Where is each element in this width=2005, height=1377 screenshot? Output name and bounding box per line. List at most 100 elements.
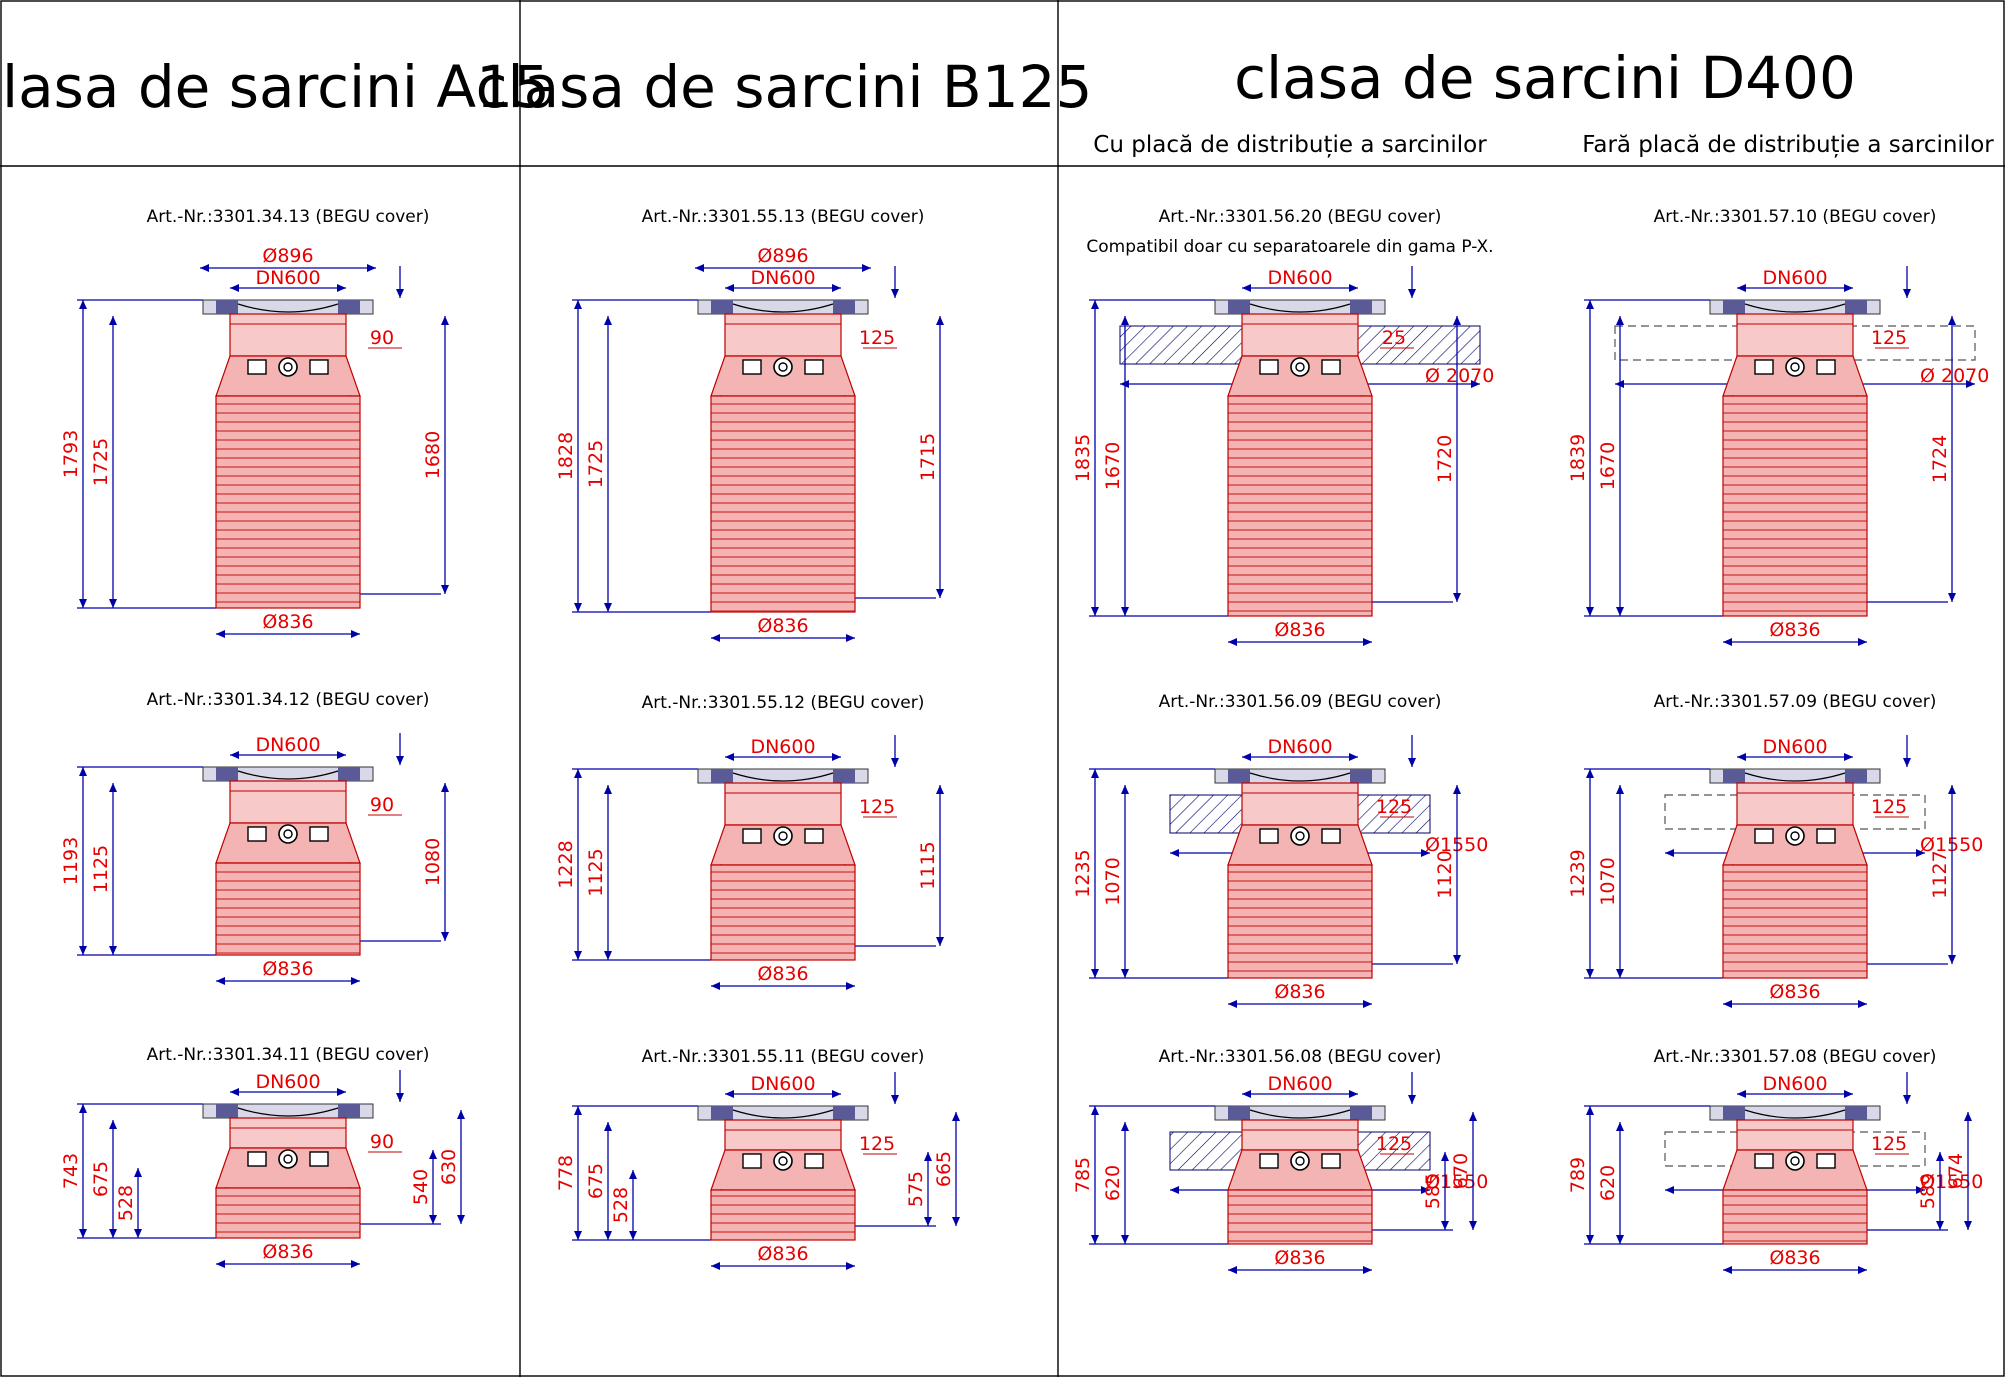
inlet-center-inner [1295, 831, 1305, 841]
dn-diameter-label: DN600 [255, 734, 320, 756]
inlet-center-inner [283, 829, 293, 839]
drawing-group: Art.-Nr.:3301.57.08 (BEGU cover)Ø1550DN6… [1567, 1047, 1983, 1274]
dimension-arrowhead [1091, 1106, 1099, 1115]
drawings-layer: Art.-Nr.:3301.34.13 (BEGU cover)Ø896DN60… [60, 207, 1989, 1274]
inlet-center-inner [778, 1156, 788, 1166]
bottom-diameter-label: Ø836 [1274, 1247, 1325, 1269]
dimension-arrowhead [1453, 955, 1461, 964]
right-height-label: 589 [1917, 1173, 1939, 1209]
dn-diameter-label: DN600 [255, 267, 320, 289]
dimension-arrowhead [846, 634, 855, 642]
dimension-arrowhead [109, 1120, 117, 1129]
dimension-arrowhead [1586, 1235, 1594, 1244]
dn-diameter-label: DN600 [750, 267, 815, 289]
dimension-arrowhead [200, 264, 209, 272]
dimension-arrowhead [1091, 300, 1099, 309]
dimension-arrowhead [1441, 1221, 1449, 1230]
dimension-arrowhead [832, 1090, 841, 1098]
inlet-left [247, 826, 267, 842]
dimension-arrowhead [79, 300, 87, 309]
dimension-arrowhead [891, 1095, 899, 1104]
dimension-arrowhead [1858, 638, 1867, 646]
inner-height-label: 1670 [1597, 442, 1619, 490]
right-height-label: 1724 [1929, 435, 1951, 483]
dimension-arrowhead [109, 783, 117, 792]
inlet-left [1259, 828, 1279, 844]
inlet-right [309, 826, 329, 842]
inlet-left [1754, 828, 1774, 844]
dimension-arrowhead [574, 951, 582, 960]
dimension-arrowhead [832, 753, 841, 761]
right-height-2-label: 630 [438, 1149, 460, 1185]
dimension-arrowhead [79, 946, 87, 955]
inlet-left [742, 1153, 762, 1169]
inner-height-label: 675 [585, 1163, 607, 1199]
dimension-arrowhead [429, 1215, 437, 1224]
inlet-center [278, 1149, 298, 1169]
inlet-left [247, 359, 267, 375]
dimension-arrowhead [1903, 289, 1911, 298]
top-diameter-label: Ø896 [757, 245, 808, 267]
dimension-arrowhead [1421, 1186, 1430, 1194]
bottom-diameter-label: Ø836 [1769, 1247, 1820, 1269]
dimension-arrowhead [1091, 607, 1099, 616]
dimension-arrowhead [629, 1231, 637, 1240]
cover-frame-right [1350, 769, 1372, 783]
column-title-a15: clasa de sarcini A15 [0, 53, 550, 121]
dimension-arrowhead [1665, 1186, 1674, 1194]
inner-height-2-label: 528 [115, 1185, 137, 1221]
inlet-right [309, 359, 329, 375]
corrugated-shaft [1722, 1189, 1868, 1245]
distribution-plate-right [1357, 325, 1481, 365]
right-height-label: 1115 [917, 841, 939, 889]
corrugated-shaft [1722, 864, 1868, 979]
cover-frame-left [711, 769, 733, 783]
inlet-center [278, 357, 298, 377]
dimension-arrowhead [862, 264, 871, 272]
cover-lid [237, 303, 339, 313]
dimension-arrowhead [1616, 969, 1624, 978]
drawing-group: Art.-Nr.:3301.56.09 (BEGU cover)Ø1550DN6… [1072, 692, 1488, 1008]
telescopic-neck [724, 782, 842, 826]
dimension-arrowhead [367, 264, 376, 272]
inlet-left [1754, 359, 1774, 375]
dimension-arrowhead [337, 284, 346, 292]
cover-frame-left [1228, 300, 1250, 314]
dimension-arrowhead [1242, 1090, 1251, 1098]
outer-height-label: 1835 [1072, 434, 1094, 482]
corrugated-shaft [1227, 395, 1373, 617]
dimension-arrowhead [725, 1090, 734, 1098]
cover-lid [1744, 1109, 1846, 1119]
article-number: Art.-Nr.:3301.55.11 (BEGU cover) [642, 1047, 925, 1067]
right-height-label: 1715 [917, 433, 939, 481]
dn-diameter-label: DN600 [1762, 267, 1827, 289]
dimension-arrowhead [1121, 1235, 1129, 1244]
dimension-arrowhead [1408, 758, 1416, 767]
telescopic-neck [1736, 313, 1854, 357]
bottom-diameter-label: Ø836 [1769, 981, 1820, 1003]
dimension-arrowhead [604, 316, 612, 325]
inlet-center-inner [283, 362, 293, 372]
cover-lid [732, 1109, 834, 1119]
right-height-label: 1720 [1434, 435, 1456, 483]
cover-frame-left [1723, 1106, 1745, 1120]
corrugated-shaft [215, 1187, 361, 1239]
dimension-arrowhead [846, 1262, 855, 1270]
dimension-arrowhead [109, 946, 117, 955]
inlet-center [1785, 357, 1805, 377]
dimension-arrowhead [574, 1231, 582, 1240]
dimension-arrowhead [441, 783, 449, 792]
bottom-diameter-label: Ø836 [1274, 619, 1325, 641]
dimension-arrowhead [1858, 1000, 1867, 1008]
dimension-arrowhead [604, 603, 612, 612]
inlet-center-inner [1295, 362, 1305, 372]
shaft-drawing [697, 768, 869, 961]
plate-diameter-label: Ø 2070 [1425, 365, 1494, 387]
dimension-arrowhead [337, 1088, 346, 1096]
dimension-arrowhead [1586, 607, 1594, 616]
dimension-arrowhead [1121, 607, 1129, 616]
cover-lid [1744, 303, 1846, 313]
dimension-arrowhead [1469, 1221, 1477, 1230]
dimension-arrowhead [1936, 1152, 1944, 1161]
dimension-arrowhead [1121, 785, 1129, 794]
